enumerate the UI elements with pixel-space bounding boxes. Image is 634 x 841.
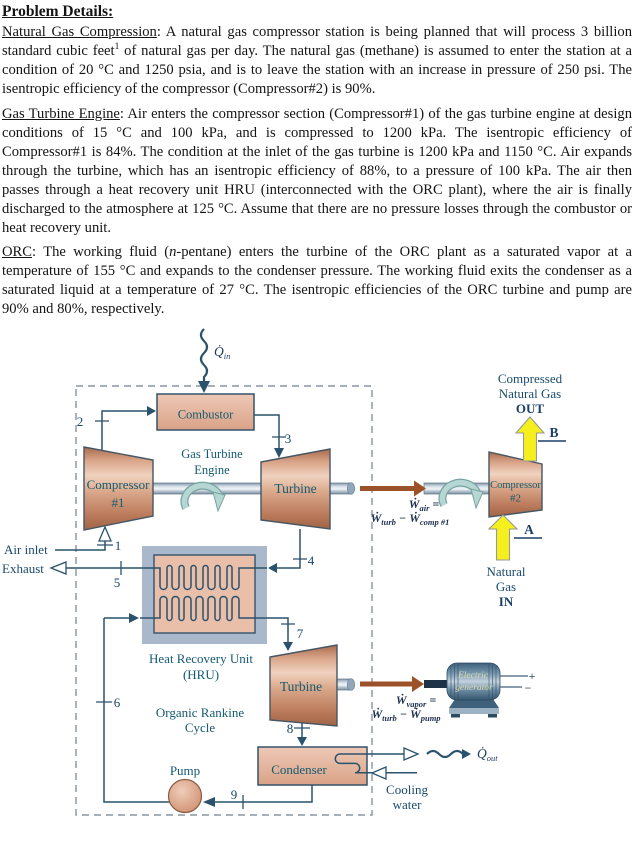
- work-arrow-air: [360, 480, 426, 496]
- natural-gas-in-arrow: [487, 513, 519, 561]
- hru-orc-coil: [140, 595, 289, 642]
- gas-turbine-engine-label-1: Gas Turbine: [181, 447, 243, 461]
- hru-label-1: Heat Recovery Unit: [149, 651, 253, 666]
- condenser-label: Condenser: [271, 762, 327, 777]
- cng-label-2: Natural Gas: [499, 386, 561, 401]
- orc-label-1: Organic Rankine: [156, 705, 244, 720]
- pump: [167, 778, 203, 813]
- orc-turbine-label: Turbine: [280, 679, 322, 694]
- cng-out-label: OUT: [516, 401, 545, 416]
- state-1: 1: [115, 538, 122, 553]
- cooling-water-label-2: water: [393, 797, 423, 812]
- state-7: 7: [297, 626, 304, 641]
- page-title: Problem Details:: [2, 3, 114, 20]
- compressor-1-number: #1: [112, 495, 125, 510]
- ng-label-2: Gas: [496, 579, 516, 594]
- footnote-marker: 1: [114, 42, 120, 53]
- cooling-water-out-arrow: [403, 746, 420, 761]
- electric-generator: Electric generator + −: [424, 662, 536, 717]
- state-8: 8: [287, 721, 294, 736]
- air-inlet-label: Air inlet: [4, 542, 48, 557]
- generator-shaft-stub: [424, 679, 448, 688]
- state-9: 9: [231, 787, 238, 802]
- hru-inner-box: [153, 553, 256, 634]
- state-4: 4: [308, 553, 315, 568]
- qout-heat-arrow: [426, 748, 471, 759]
- qout-label: Q̇out: [477, 746, 498, 763]
- problem-text: Problem Details: Natural Gas Compression…: [0, 0, 634, 319]
- state-3: 3: [285, 431, 292, 446]
- qin-label: Q̇in: [214, 344, 230, 361]
- generator-terminal-lines: [500, 674, 528, 688]
- generator-label-2: generator: [455, 683, 493, 693]
- state-5: 5: [114, 575, 121, 590]
- rotation-arrow-icon: [438, 478, 484, 510]
- paragraph-orc: ORC: The working fluid (n-pentane) enter…: [2, 244, 632, 317]
- cng-label-1: Compressed: [498, 371, 563, 386]
- condenser-coil: [334, 746, 420, 780]
- compressor-1: [83, 445, 154, 531]
- minus-terminal: −: [525, 681, 532, 695]
- paragraph-natural-gas-compression: Natural Gas Compression: A natural gas c…: [2, 24, 632, 97]
- state-6: 6: [114, 695, 121, 710]
- qin-heat-arrow: [198, 327, 210, 393]
- paragraph-lead: Gas Turbine Engine: [2, 105, 120, 122]
- state-A: A: [524, 522, 534, 537]
- combustor: [156, 392, 255, 431]
- compressor-2-label: Compressor: [490, 480, 541, 491]
- exhaust-label: Exhaust: [2, 561, 44, 576]
- hru-exhaust-coil: [142, 564, 267, 590]
- orc-label-2: Cycle: [185, 720, 216, 735]
- generator-label-1: Electric: [457, 671, 489, 681]
- gas-turbine-label: Turbine: [274, 481, 316, 496]
- state-2: 2: [77, 414, 84, 429]
- rotation-arrow-icon: [180, 481, 226, 513]
- compressor-2-number: #2: [510, 492, 521, 504]
- w-vapor-equation-line2: Ẇturb − Ẇpump: [371, 707, 440, 723]
- shaft-end-cap: [346, 481, 356, 495]
- w-vapor-equation-line1: Ẇvapor =: [396, 693, 437, 709]
- natural-gas-out-arrow: [514, 415, 546, 462]
- state-B: B: [549, 425, 558, 440]
- w-air-equation-line2: Ẇturb − Ẇcomp #1: [371, 511, 450, 527]
- air-inlet-arrow: [98, 524, 112, 542]
- work-arrow-vapor: [360, 675, 424, 692]
- gas-loop-lines: [49, 405, 301, 575]
- state-ticks: [95, 419, 310, 809]
- paragraph-lead: ORC: [2, 244, 33, 260]
- cooling-water-in-arrow: [370, 765, 387, 780]
- pump-label: Pump: [170, 763, 200, 778]
- plus-terminal: +: [529, 669, 536, 683]
- heat-recovery-unit: [140, 545, 289, 644]
- exhaust-arrow: [49, 560, 67, 575]
- system-diagram: Q̇in: [2, 327, 566, 816]
- system-boundary-dashed-box: [75, 384, 373, 816]
- ng-in-label: IN: [499, 594, 514, 609]
- w-air-equation-line1: Ẇair =: [409, 497, 440, 513]
- combustor-label: Combustor: [178, 407, 234, 421]
- gas-turbine: [260, 447, 331, 530]
- ng-label-1: Natural: [487, 564, 526, 579]
- shaft-end-cap: [346, 677, 356, 691]
- orc-turbine: [269, 643, 338, 727]
- paragraph-gas-turbine-engine: Gas Turbine Engine: Air enters the compr…: [2, 105, 632, 236]
- hru-label-2: (HRU): [183, 667, 219, 682]
- gas-turbine-engine-label-2: Engine: [194, 463, 230, 477]
- paragraph-lead: Natural Gas Compression: [2, 24, 157, 40]
- orc-loop-lines: [103, 612, 313, 807]
- compressor-1-label: Compressor: [87, 477, 151, 492]
- cooling-water-label-1: Cooling: [386, 782, 428, 797]
